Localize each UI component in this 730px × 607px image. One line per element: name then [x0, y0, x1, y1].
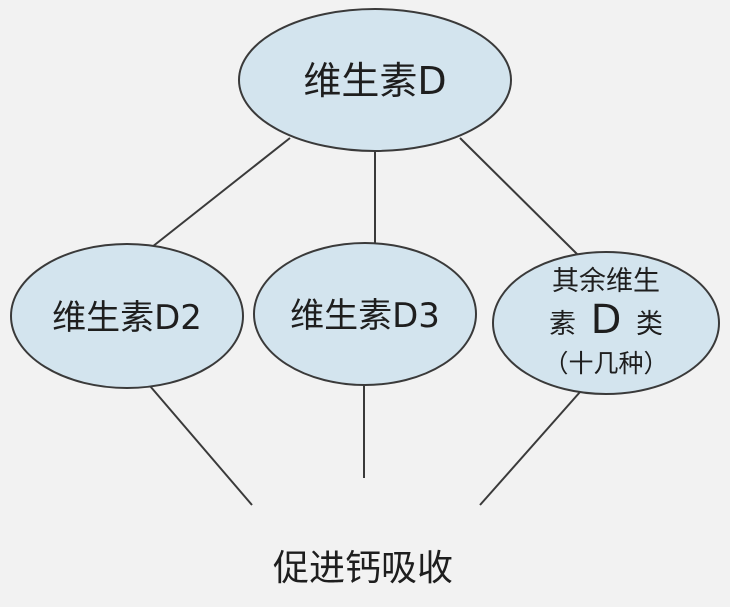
edge-root-to-other: [459, 137, 579, 256]
node-vitamin-d-label: 维生素D: [303, 59, 446, 103]
edge-d2-to-result: [149, 385, 253, 506]
node-other-line2: 素 D 类: [549, 297, 663, 343]
node-vitamin-d2: 维生素D2: [10, 243, 244, 389]
edge-other-to-result: [479, 391, 581, 506]
node-vitamin-d3-label: 维生素D3: [290, 296, 440, 336]
node-other-line3: （十几种）: [543, 349, 668, 378]
node-other-line2-big: D: [591, 297, 622, 343]
node-other-vitamin-d: 其余维生 素 D 类 （十几种）: [492, 251, 720, 395]
edge-root-to-d2: [151, 137, 291, 248]
node-vitamin-d: 维生素D: [238, 8, 512, 152]
node-other-line1: 其余维生: [552, 266, 660, 297]
node-vitamin-d2-label: 维生素D2: [52, 298, 202, 338]
node-other-line2-suffix: 类: [636, 309, 663, 340]
result-label: 促进钙吸收: [273, 548, 453, 589]
node-other-line2-prefix: 素: [549, 309, 576, 340]
node-vitamin-d3: 维生素D3: [253, 242, 477, 386]
